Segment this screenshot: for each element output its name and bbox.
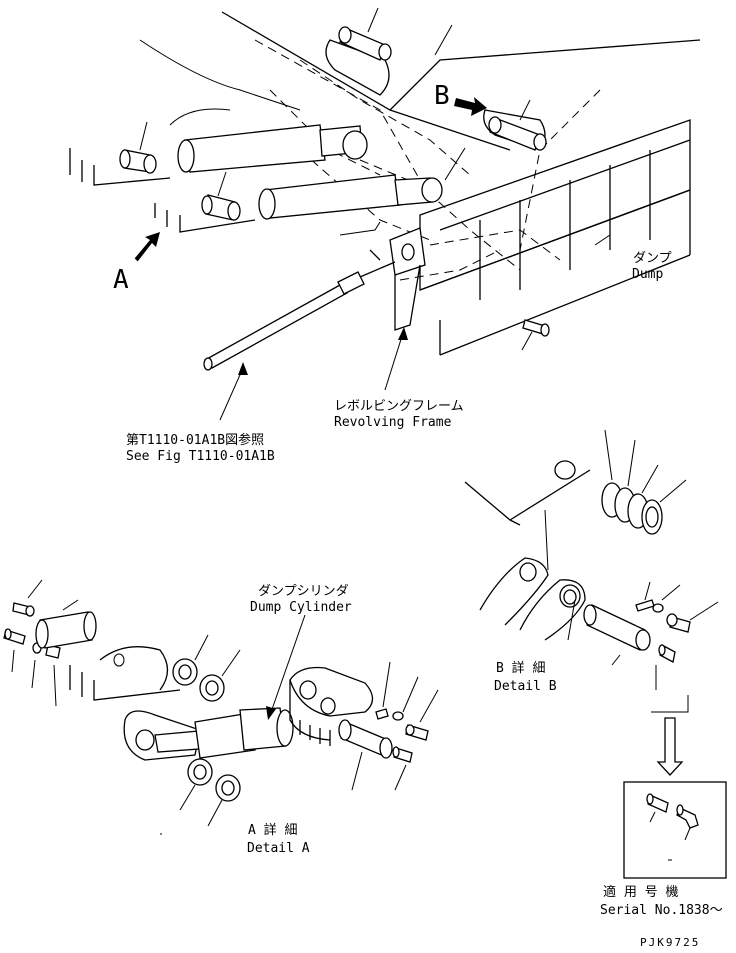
detail-a-label-jp: A 詳 細 [248, 822, 297, 838]
detail-b-drawing [464, 429, 719, 690]
revolving-frame-label-en: Revolving Frame [334, 415, 452, 430]
detail-a-drawing [3, 579, 439, 835]
dump-cylinder-label-jp: ダンプシリンダ [258, 584, 349, 599]
dump-label-jp: ダンプ [633, 251, 672, 266]
leader-see-fig [219, 362, 248, 421]
revolving-frame-label-jp: レボルビングフレーム [334, 399, 464, 414]
top-pin-left [338, 26, 392, 61]
serial-detail-box [623, 781, 727, 879]
cylinder-upper [177, 124, 368, 173]
leader-revolving-frame [384, 327, 408, 391]
drawing-code: PJK9725 [640, 936, 700, 949]
rod [203, 261, 396, 371]
dump-cylinder-label-en: Dump Cylinder [250, 600, 352, 615]
view-label-a: A [113, 265, 129, 295]
hidden-lines [254, 39, 601, 281]
frame-bolt [522, 319, 550, 337]
see-fig-label-en: See Fig T1110-01A1B [126, 449, 275, 464]
frame-top-edge [221, 11, 701, 111]
detail-b-label-jp: B 詳 細 [496, 660, 545, 676]
serial-label-en: Serial No.1838～ [600, 903, 723, 918]
detail-b-label-en: Detail B [494, 679, 557, 694]
main-assembly [69, 7, 701, 421]
upper-link-left [325, 39, 390, 96]
frame-bracket [369, 227, 426, 331]
cylinder-lower [258, 174, 443, 220]
see-fig-label-jp: 第T1110-01A1B図参照 [126, 432, 264, 448]
view-arrow-a-icon [134, 232, 160, 262]
down-arrow-icon [656, 717, 684, 776]
view-label-b: B [434, 81, 450, 111]
serial-label-jp: 適 用 号 機 [603, 884, 678, 900]
dump-label-en: Dump [632, 267, 663, 282]
detail-a-label-en: Detail A [247, 841, 310, 856]
top-pin-right [488, 116, 547, 151]
pin-left-upper [119, 149, 157, 174]
pin-left-lower [201, 194, 241, 221]
view-arrow-b-icon [454, 97, 487, 116]
